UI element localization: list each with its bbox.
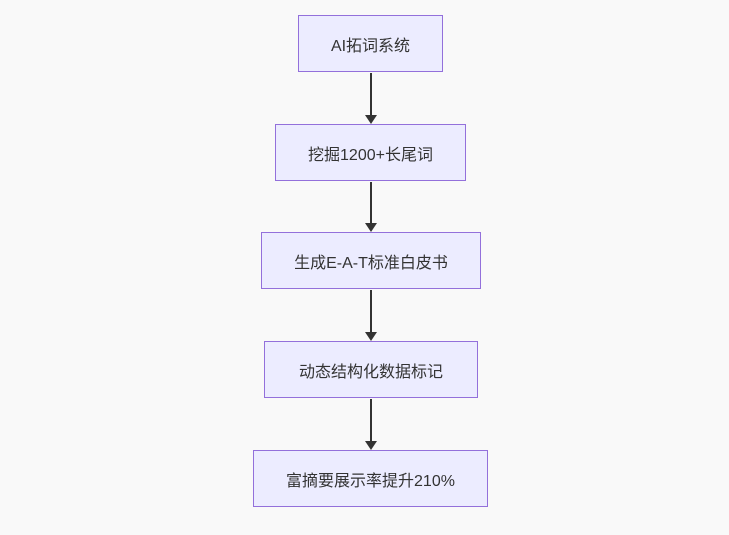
flow-node-ai-word-expansion-system: AI拓词系统: [298, 15, 443, 72]
arrow-shaft: [370, 290, 372, 334]
node-label: 富摘要展示率提升210%: [286, 472, 455, 490]
flow-edge-1: [365, 73, 377, 124]
flow-edge-3: [365, 290, 377, 341]
flow-node-mine-longtail-keywords: 挖掘1200+长尾词: [275, 124, 466, 181]
arrow-head-down-icon: [365, 441, 377, 450]
node-label: AI拓词系统: [330, 37, 411, 55]
arrow-head-down-icon: [365, 115, 377, 124]
arrow-shaft: [370, 73, 372, 117]
flow-edge-2: [365, 182, 377, 232]
node-label: 挖掘1200+长尾词: [308, 146, 433, 164]
flow-edge-4: [365, 399, 377, 450]
node-label: 动态结构化数据标记: [298, 363, 443, 381]
node-label: 生成E-A-T标准白皮书: [294, 254, 448, 272]
arrow-head-down-icon: [365, 223, 377, 232]
flow-node-generate-eat-whitepaper: 生成E-A-T标准白皮书: [261, 232, 481, 289]
flow-node-dynamic-structured-data-markup: 动态结构化数据标记: [264, 341, 478, 398]
arrow-head-down-icon: [365, 332, 377, 341]
flow-node-rich-snippet-rate-increase: 富摘要展示率提升210%: [253, 450, 488, 507]
arrow-shaft: [370, 399, 372, 443]
arrow-shaft: [370, 182, 372, 225]
